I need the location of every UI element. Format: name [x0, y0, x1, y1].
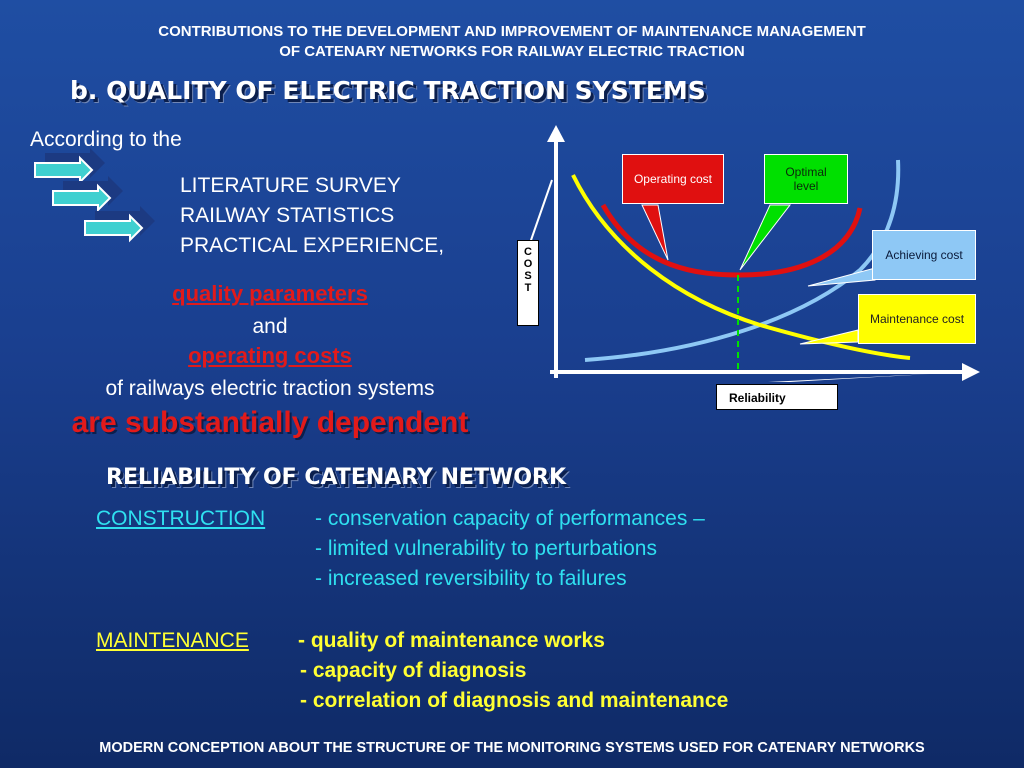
- header-line-1: CONTRIBUTIONS TO THE DEVELOPMENT AND IMP…: [158, 23, 866, 40]
- construction-item-1: - conservation capacity of performances …: [315, 507, 705, 530]
- construction-item-3: - increased reversibility to failures: [315, 567, 627, 590]
- operating-cost-callout: Operating cost: [622, 154, 724, 204]
- arrow-group: [34, 148, 155, 243]
- optimal-level-pointer: [739, 204, 792, 271]
- achieving-cost-curve: [584, 159, 901, 362]
- maintenance-item-3: - correlation of diagnosis and maintenan…: [300, 689, 729, 712]
- maintenance-item-2: - capacity of diagnosis: [300, 659, 527, 682]
- cost-reliability-diagram: [529, 125, 980, 382]
- reliability-pointer: [768, 374, 930, 382]
- construction-label: CONSTRUCTION: [96, 507, 266, 530]
- achieving-cost-callout: Achieving cost: [872, 230, 976, 280]
- arrow-icon-1: [34, 148, 105, 185]
- arrow-icon-3: [84, 206, 155, 243]
- cost-axis-label: C O S T: [517, 240, 539, 326]
- x-axis-arrowhead: [962, 363, 980, 381]
- dependent-text: are substantially dependent: [71, 406, 469, 439]
- source-statistics: RAILWAY STATISTICS: [180, 204, 395, 227]
- maintenance-cost-curve: [571, 174, 911, 360]
- operating-cost-curve: [600, 203, 863, 278]
- maintenance-cost-callout: Maintenance cost: [858, 294, 976, 344]
- reliability-axis-label: Reliability: [716, 384, 838, 410]
- y-axis-arrowhead: [547, 125, 565, 142]
- arrow-icon-2: [52, 176, 123, 213]
- section-title: b. QUALITY OF ELECTRIC TRACTION SYSTEMS: [70, 76, 706, 105]
- header-line-2: OF CATENARY NETWORKS FOR RAILWAY ELECTRI…: [279, 43, 745, 60]
- operating-cost-pointer: [641, 204, 669, 261]
- cost-label-pointer: [529, 179, 553, 244]
- maintenance-item-1: - quality of maintenance works: [298, 629, 605, 652]
- operating-costs-text: operating costs: [188, 343, 352, 368]
- achieving-cost-pointer: [807, 267, 876, 287]
- construction-item-2: - limited vulnerability to perturbations: [315, 537, 657, 560]
- source-literature: LITERATURE SURVEY: [180, 174, 401, 197]
- footer-text: MODERN CONCEPTION ABOUT THE STRUCTURE OF…: [99, 740, 925, 756]
- source-experience: PRACTICAL EXPERIENCE,: [180, 234, 445, 257]
- and-text: and: [252, 315, 288, 338]
- maintenance-label: MAINTENANCE: [96, 629, 249, 652]
- intro-text: According to the: [30, 128, 182, 151]
- of-railways-text: of railways electric traction systems: [105, 377, 435, 400]
- reliability-title: RELIABILITY OF CATENARY NETWORK: [106, 465, 567, 490]
- optimal-level-callout: Optimal level: [764, 154, 848, 204]
- quality-parameters-text: quality parameters: [172, 281, 368, 306]
